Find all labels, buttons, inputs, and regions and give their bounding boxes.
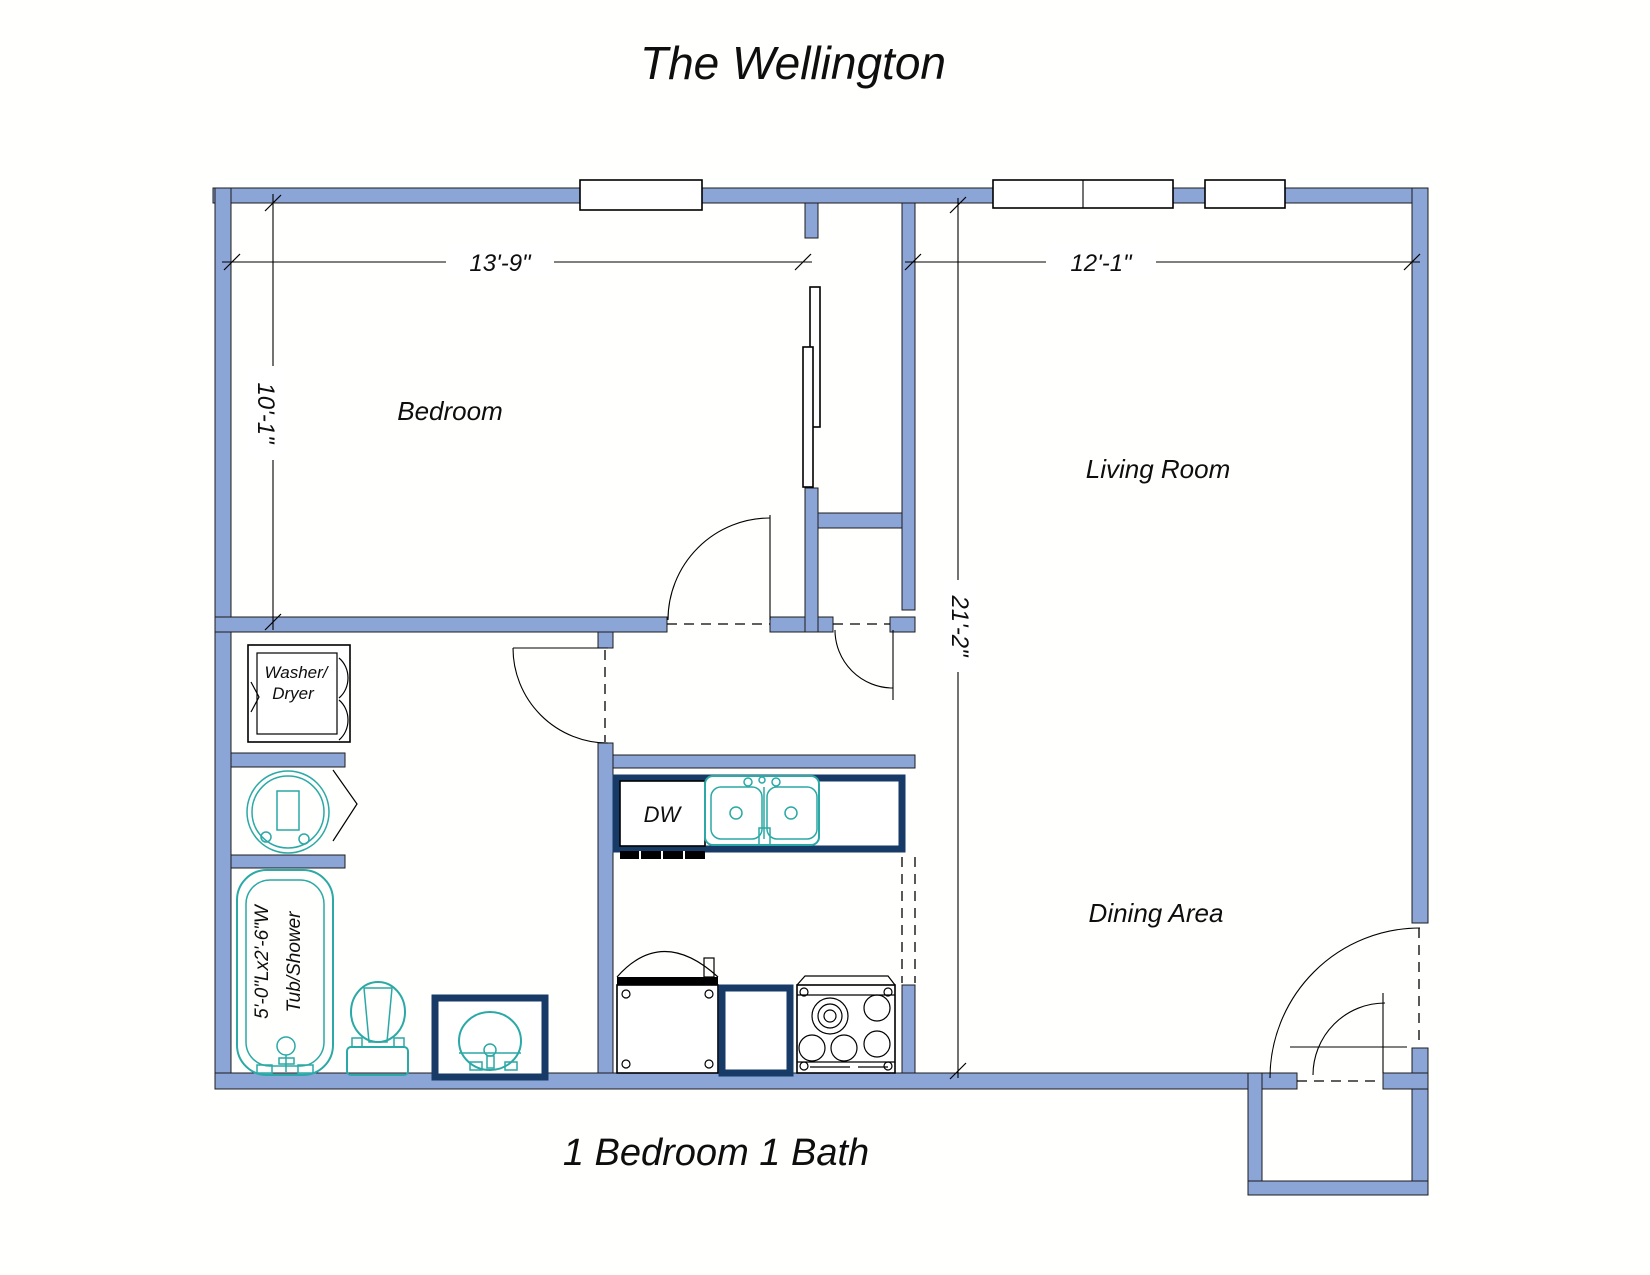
vanity-sink bbox=[458, 1011, 522, 1071]
tick bbox=[949, 1062, 967, 1080]
wall-porch-bottom bbox=[1247, 1180, 1429, 1196]
wall-bath-door-stub bbox=[597, 631, 614, 649]
fridge-box bbox=[616, 984, 719, 1074]
wall-bottom-corner bbox=[1382, 1072, 1429, 1090]
page-title: The Wellington bbox=[640, 37, 946, 89]
footer-caption: 1 Bedroom 1 Bath bbox=[563, 1132, 869, 1174]
wall-bedroom-south-b bbox=[769, 616, 834, 633]
stove bbox=[796, 975, 896, 1074]
room-label-living: Living Room bbox=[1086, 454, 1231, 484]
hall-door-swing bbox=[834, 629, 894, 689]
toilet-bowl bbox=[350, 981, 406, 1043]
kitchen-counter-base bbox=[718, 984, 794, 1077]
tub-drain bbox=[276, 1036, 296, 1056]
tub-outline bbox=[236, 869, 334, 1076]
dim-label-bedroom-width: 13'-9" bbox=[469, 250, 532, 277]
tub-size-label: 5'-0"Lx2'-6"W bbox=[252, 903, 273, 1019]
entry-doors bbox=[1269, 927, 1421, 1082]
room-label-dining: Dining Area bbox=[1089, 898, 1224, 928]
drain-left bbox=[729, 806, 743, 820]
fridge-door-swing bbox=[616, 950, 719, 978]
wall-heater-nook-top bbox=[230, 752, 346, 768]
bathroom-door-swing bbox=[512, 647, 609, 744]
bathroom-door bbox=[512, 647, 609, 744]
living-room-window-2 bbox=[1204, 179, 1286, 209]
drain-right bbox=[784, 806, 798, 820]
dishwasher-label: DW bbox=[644, 802, 683, 827]
dim-label-right-side-depth: 21'-2" bbox=[946, 594, 973, 658]
tub-name-label: Tub/Shower bbox=[284, 911, 305, 1013]
bathroom-vanity bbox=[431, 994, 549, 1081]
water-heater bbox=[246, 769, 358, 854]
tick bbox=[1403, 253, 1421, 271]
kitchen-counter-top: DW bbox=[612, 774, 906, 859]
washer-dryer-label-2: Dryer bbox=[272, 684, 315, 703]
kitchen-pass-through bbox=[901, 857, 916, 983]
dimension-living-width: 12'-1" bbox=[904, 244, 1421, 277]
tick bbox=[794, 253, 812, 271]
closet-slider-panel-2 bbox=[802, 346, 814, 488]
dim-label-living-width: 12'-1" bbox=[1070, 250, 1133, 277]
burner-large bbox=[811, 997, 849, 1035]
closet-sliding-doors bbox=[802, 286, 821, 488]
washer-dryer-box bbox=[247, 644, 351, 743]
faucet-spout bbox=[758, 776, 766, 784]
wall-kitchen-north bbox=[612, 754, 916, 769]
tick bbox=[264, 613, 282, 631]
wall-bedroom-living-divider bbox=[901, 202, 916, 611]
wall-bedroom-south-a bbox=[214, 616, 668, 633]
sink-basin-left bbox=[710, 786, 763, 840]
faucet-handle bbox=[771, 777, 781, 787]
heater-closet-door bbox=[332, 769, 358, 842]
wall-porch-left bbox=[1247, 1072, 1263, 1196]
wall-left bbox=[214, 187, 232, 1090]
dim-label-bedroom-depth: 10'-1" bbox=[252, 382, 279, 445]
windows bbox=[579, 179, 1286, 211]
bedroom-window bbox=[579, 179, 703, 211]
bedroom-door bbox=[667, 515, 771, 625]
stove-box bbox=[796, 984, 896, 1074]
wall-bath-kitchen bbox=[597, 742, 614, 1074]
burner bbox=[863, 1030, 891, 1058]
bedroom-door-swing bbox=[667, 517, 771, 621]
dimension-right-side-depth: 21'-2" bbox=[942, 196, 976, 1080]
faucet-handle bbox=[743, 777, 753, 787]
bathtub: 5'-0"Lx2'-6"W Tub/Shower bbox=[236, 869, 334, 1076]
washer-dryer: Washer/ Dryer bbox=[247, 644, 351, 743]
burner bbox=[863, 994, 891, 1022]
wall-kitchen-east-stub bbox=[901, 984, 916, 1074]
dimension-bedroom-depth: 10'-1" bbox=[248, 194, 284, 631]
tick bbox=[223, 253, 241, 271]
tick bbox=[264, 194, 282, 212]
wall-right-lower bbox=[1411, 1047, 1429, 1196]
burner bbox=[798, 1034, 826, 1062]
wall-right-upper bbox=[1411, 187, 1429, 924]
wall-bedroom-south-corner bbox=[889, 616, 916, 633]
wall-closet-bottom bbox=[817, 512, 903, 529]
room-label-bedroom: Bedroom bbox=[397, 396, 503, 426]
toilet bbox=[346, 981, 409, 1076]
wall-closet-lower bbox=[804, 487, 819, 633]
tick bbox=[904, 253, 922, 271]
wall-closet-stub-top bbox=[804, 202, 819, 239]
dimension-bedroom-width: 13'-9" bbox=[222, 244, 812, 277]
washer-dryer-label-1: Washer/ bbox=[265, 663, 330, 682]
entry-door2-swing bbox=[1312, 1002, 1386, 1076]
refrigerator bbox=[616, 950, 719, 1074]
tick bbox=[949, 196, 967, 214]
entry-door-swing bbox=[1269, 927, 1421, 1079]
wall-heater-nook-bottom bbox=[230, 854, 346, 869]
sink-basin-right bbox=[766, 786, 818, 840]
kitchen-sink bbox=[704, 775, 820, 846]
hall-dining-door bbox=[833, 623, 894, 700]
burner bbox=[830, 1034, 858, 1062]
vanity-counter bbox=[431, 994, 549, 1081]
toilet-tank bbox=[346, 1046, 409, 1076]
